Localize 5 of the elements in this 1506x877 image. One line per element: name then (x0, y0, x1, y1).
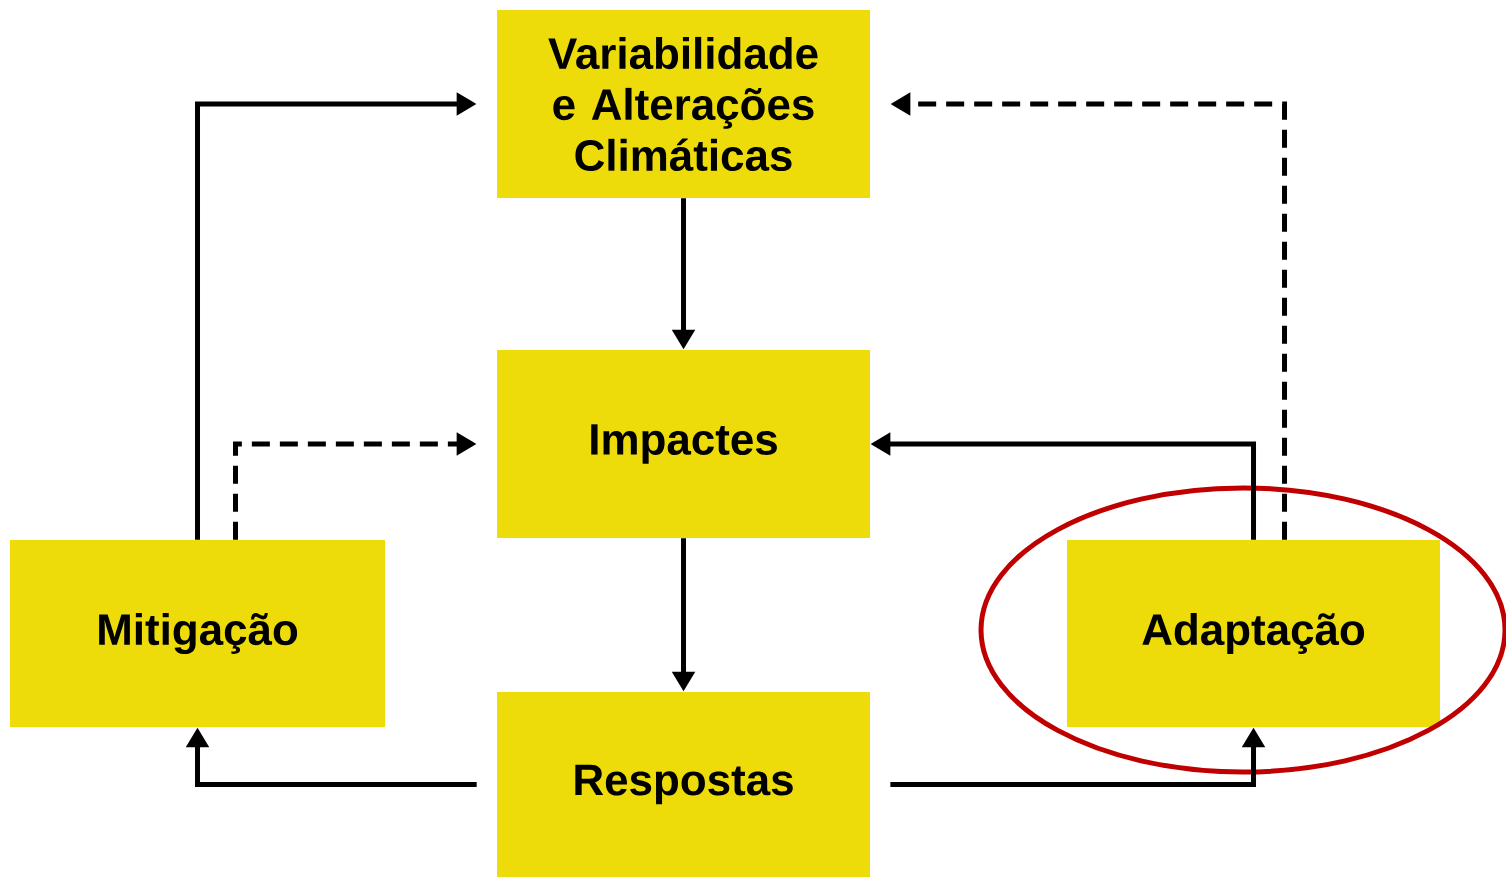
process-box: Mitigação (10, 540, 385, 727)
process-box: Respostas (497, 692, 870, 877)
process-box: Impactes (497, 350, 870, 538)
process-box: Variabilidade e Alterações Climáticas (497, 10, 870, 198)
process-box: Adaptação (1067, 540, 1440, 727)
